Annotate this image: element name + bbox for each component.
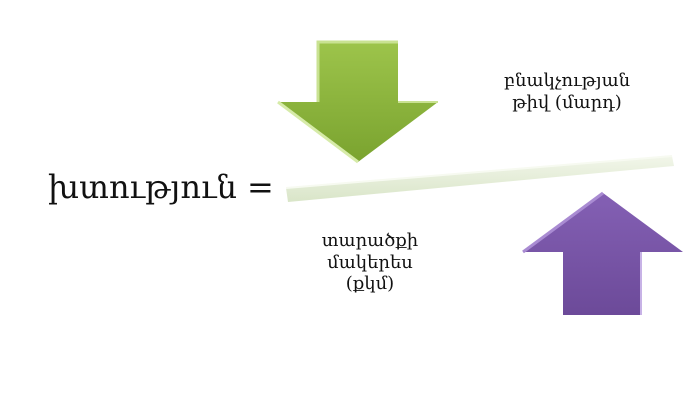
denominator-line-2: մակերես [327, 251, 413, 273]
denominator-line-1: տարածքի [321, 230, 419, 251]
denominator-line-3: (քկմ) [345, 273, 395, 295]
down-arrow-icon [277, 40, 438, 164]
density-word: խտություն [48, 168, 237, 206]
numerator-label: բնակչության թիվ (մարդ) [492, 70, 642, 113]
numerator-line-1: բնակչության [503, 70, 631, 91]
up-arrow-icon [522, 191, 683, 315]
fraction-bar [285, 155, 674, 202]
numerator-line-2: թիվ (մարդ) [512, 91, 622, 113]
denominator-label: տարածքի մակերես (քկմ) [300, 230, 440, 295]
equals-sign: = [247, 168, 274, 206]
formula-left-side: խտություն = [48, 168, 274, 206]
